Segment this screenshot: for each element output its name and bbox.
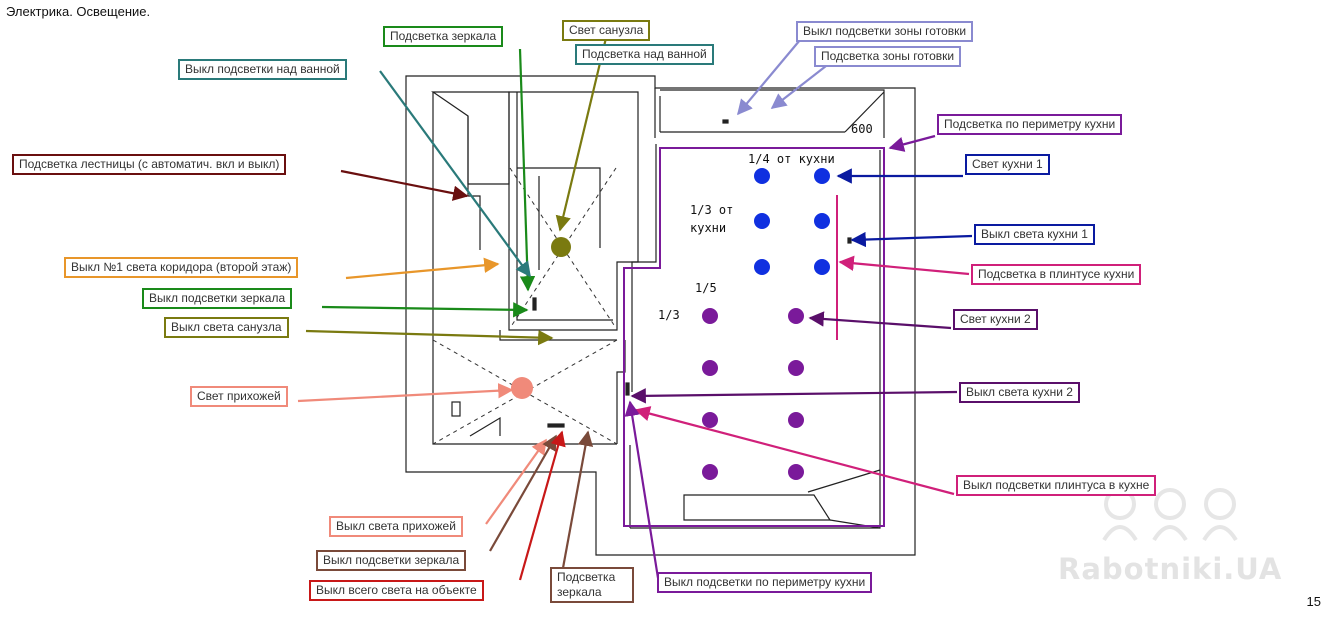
pointer-arrow <box>305 329 554 346</box>
kitchen-lamp-2 <box>702 360 718 376</box>
pointer-arrow <box>485 438 547 525</box>
kitchen-lamp-1 <box>754 168 770 184</box>
walls <box>405 75 916 556</box>
pointer-arrow <box>379 70 531 278</box>
fraction-label: 1/3 от <box>690 203 734 217</box>
pointer-arrow <box>634 406 955 496</box>
callout-bath-backlight: Подсветка над ванной <box>575 44 714 65</box>
pointer-arrow <box>624 400 660 579</box>
callout-bathroom-light: Свет санузла <box>562 20 651 41</box>
bathroom-lamp <box>551 237 571 257</box>
pointer-arrow <box>321 302 529 318</box>
kitchen-lamp-2 <box>788 360 804 376</box>
arrows <box>297 37 973 581</box>
callout-corridor-switch: Выкл №1 света коридора (второй этаж) <box>64 257 299 278</box>
pointer-arrow <box>838 255 970 276</box>
dimension-label: 600 <box>851 122 873 136</box>
kitchen-lamp-1 <box>754 259 770 275</box>
kitchen-lamp-2 <box>788 412 804 428</box>
page-title: Электрика. Освещение. <box>6 4 151 19</box>
lamps <box>511 168 830 480</box>
fraction-label: 1/4 от кухни <box>748 152 835 166</box>
pointer-arrow <box>737 39 801 116</box>
kitchen-lamp-1 <box>814 168 830 184</box>
kitchen-lamp-1 <box>814 259 830 275</box>
pointer-arrow <box>518 48 536 292</box>
pointer-arrow <box>850 231 973 248</box>
callout-plinth-light: Подсветка в плинтусе кухни <box>971 264 1142 285</box>
pointer-arrow <box>297 383 514 403</box>
pointer-arrow <box>489 434 557 552</box>
callout-kitchen-perimeter: Подсветка по периметру кухни <box>937 114 1123 135</box>
callout-all-off-switch: Выкл всего света на объекте <box>309 580 484 601</box>
kitchen-lamp-2 <box>788 308 804 324</box>
hall-lamp <box>511 377 533 399</box>
pointer-arrow <box>770 65 827 109</box>
callout-hall-light: Свет прихожей <box>190 386 288 407</box>
callout-hall-switch: Выкл света прихожей <box>329 516 463 537</box>
callout-perimeter-switch: Выкл подсветки по периметру кухни <box>657 572 873 593</box>
watermark: Rabotniki.UA <box>1058 552 1283 586</box>
callout-bathroom-switch: Выкл света санузла <box>164 317 289 338</box>
pointer-arrow <box>518 430 566 581</box>
kitchen-lamp-2 <box>702 412 718 428</box>
callout-kitchen-light-2: Свет кухни 2 <box>953 309 1038 330</box>
callout-stair-light: Подсветка лестницы (с автоматич. вкл и в… <box>12 154 287 175</box>
kitchen-lamp-2 <box>788 464 804 480</box>
callout-kitchen-switch-1: Выкл света кухни 1 <box>974 224 1095 245</box>
watermark-logo-icon <box>1102 488 1238 542</box>
pointer-arrow <box>808 311 952 330</box>
pointer-arrow <box>340 169 469 201</box>
callout-kitchen-switch-2: Выкл света кухни 2 <box>959 382 1080 403</box>
pointer-arrow <box>561 430 594 569</box>
callout-kitchen-light-1: Свет кухни 1 <box>965 154 1050 175</box>
fraction-label: кухни <box>690 221 727 235</box>
pointer-arrow <box>630 388 958 404</box>
fraction-label: 1/3 <box>658 308 680 322</box>
page-number: 15 <box>1306 594 1321 609</box>
callout-mirror-light: Подсветка зеркала <box>383 26 504 47</box>
kitchen-lamp-2 <box>702 464 718 480</box>
callout-mirror-light-2: Подсветка зеркала <box>550 567 634 603</box>
kitchen-lamp-1 <box>754 213 770 229</box>
kitchen-lamp-1 <box>814 213 830 229</box>
pointer-arrow <box>555 37 608 232</box>
pointer-arrow <box>345 257 500 280</box>
kitchen-perimeter-line <box>623 147 885 527</box>
callout-mirror-switch-2: Выкл подсветки зеркала <box>316 550 467 571</box>
callout-bath-backlight-switch: Выкл подсветки над ванной <box>178 59 347 80</box>
pointer-arrow <box>888 134 936 152</box>
callout-plinth-switch: Выкл подсветки плинтуса в кухне <box>956 475 1157 496</box>
callout-ready-zone-switch: Выкл подсветки зоны готовки <box>796 21 974 42</box>
callout-mirror-switch: Выкл подсветки зеркала <box>142 288 293 309</box>
callout-ready-zone-light: Подсветка зоны готовки <box>814 46 962 67</box>
fraction-label: 1/5 <box>695 281 717 295</box>
kitchen-lamp-2 <box>702 308 718 324</box>
